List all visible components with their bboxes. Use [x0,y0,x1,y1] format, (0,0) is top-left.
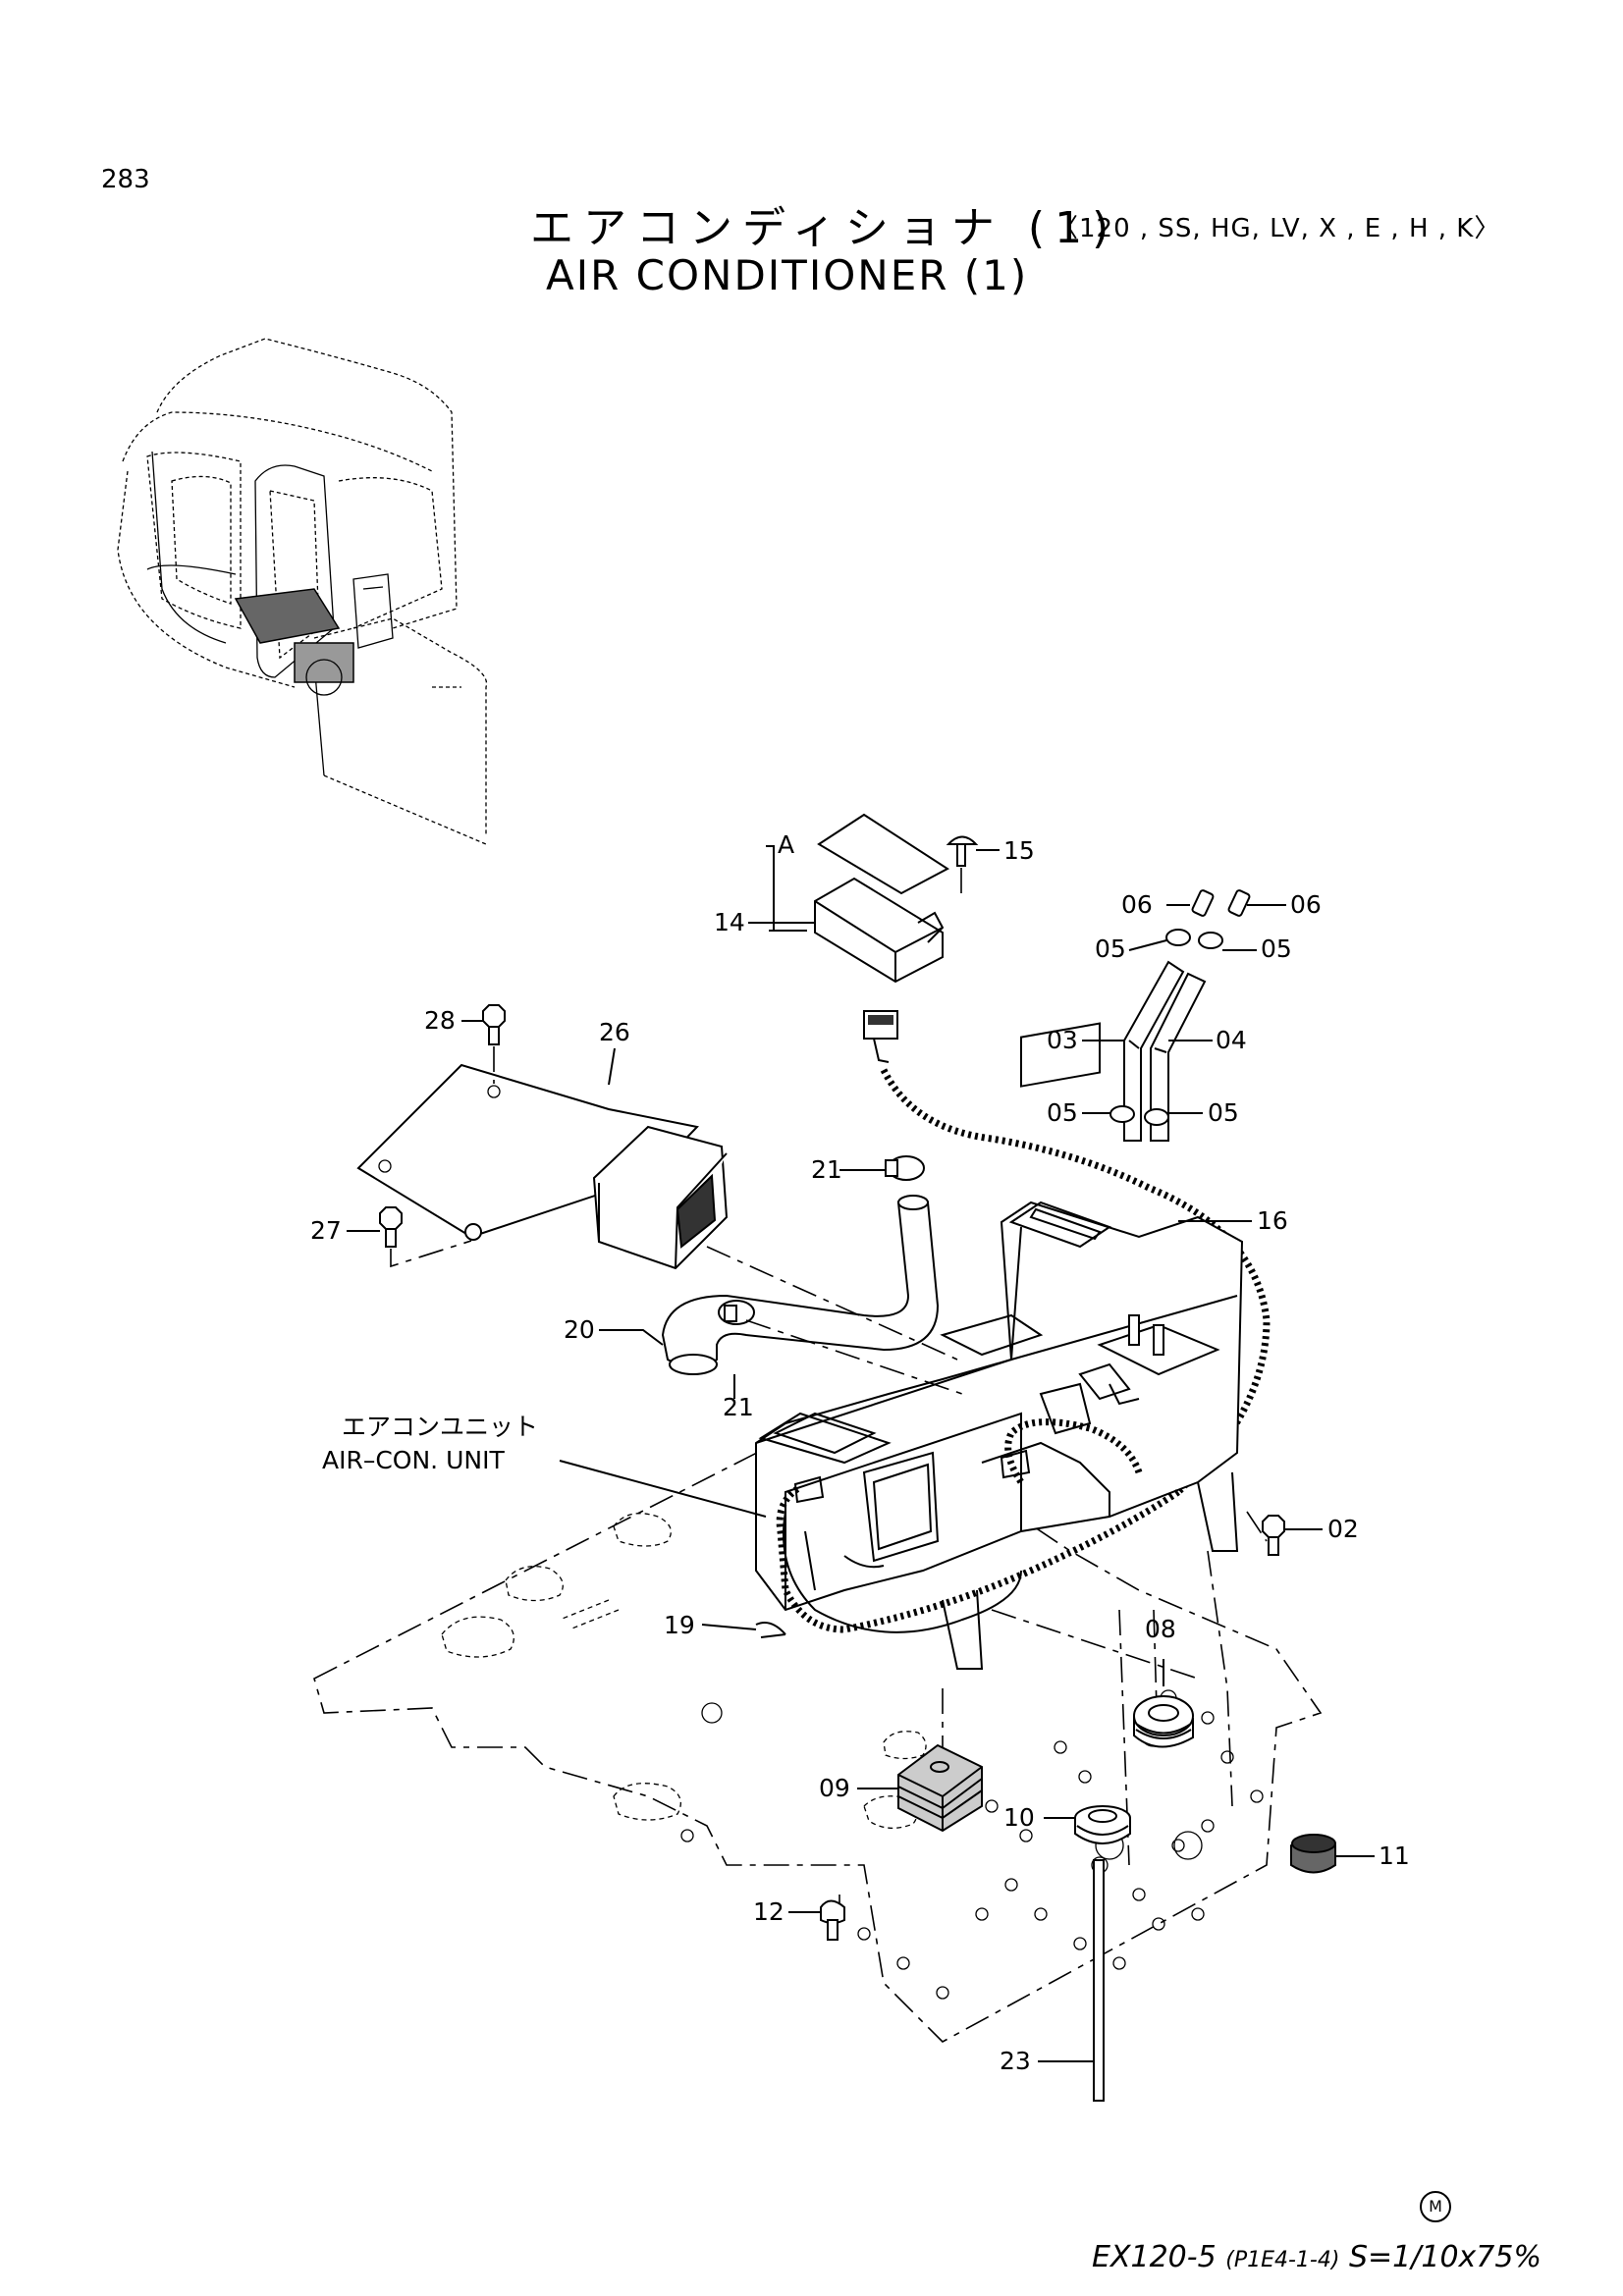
callout-05-lower-left: 05 [1047,1098,1078,1127]
clamp-05-icons [1109,929,1223,1126]
callout-06-left: 06 [1121,890,1153,919]
footer-reference: EX120-5 (P1E4-1-4) S=1/10x75% [1092,2240,1542,2274]
leader-lines [347,845,1375,2062]
clamp-21-icons [718,1155,925,1325]
callout-04: 04 [1216,1026,1247,1054]
footer-mark-icon: M [1420,2191,1451,2222]
unit-label-japanese: エアコンユニット [342,1413,538,1441]
view-label-a: A [778,830,794,859]
callout-20: 20 [564,1315,595,1344]
callout-15: 15 [1003,836,1035,865]
callout-23: 23 [1000,2047,1031,2075]
callout-21-lower: 21 [723,1393,754,1421]
footer-model: EX120-5 [1092,2240,1217,2274]
title-japanese: エアコンディショナ (1) [530,203,1119,253]
callout-12: 12 [753,1897,784,1926]
duct [356,1063,729,1270]
bolt-27-icon [379,1206,472,1268]
footer-scale: S=1/10x75% [1348,2240,1542,2274]
title-model-list: 〈120 , SS, HG, LV, X , E , H , K〉 [1053,214,1501,243]
callout-10: 10 [1003,1803,1035,1832]
callout-14: 14 [714,908,745,936]
page-number: 283 [101,165,150,194]
callout-05-lower-right: 05 [1208,1098,1239,1127]
connector-and-harness [863,1010,1271,1495]
screw-15-icon [946,835,979,893]
title-english: AIR CONDITIONER (1) [546,251,1029,299]
callout-05-upper-right: 05 [1261,934,1292,963]
callout-11: 11 [1379,1842,1410,1870]
grommet-11-icon [1290,1834,1336,1874]
screw-02-icon [1262,1515,1285,1556]
cushion-08-icon [1133,1695,1194,1748]
rod-23-icon [1093,1859,1105,2102]
screw-12-icon [820,1899,845,1941]
callout-19: 19 [664,1611,695,1639]
clip-19-icon [755,1622,786,1638]
grommet-10-icon [1074,1805,1131,1844]
callout-05-upper-left: 05 [1095,934,1126,963]
bolt-28-icon [482,1004,506,1084]
callout-02: 02 [1327,1515,1359,1543]
cab-overview-illustration [117,338,488,845]
air-con-unit [755,1022,1244,1670]
callout-09: 09 [819,1774,850,1802]
cushion-09-icon [897,1743,983,1833]
callout-28: 28 [424,1006,456,1035]
unit-label-english: AIR–CON. UNIT [322,1446,505,1474]
callout-03: 03 [1047,1026,1078,1054]
callout-26: 26 [599,1018,630,1046]
cap-06-icons [1191,889,1251,917]
callout-08: 08 [1145,1615,1176,1643]
footer-code: (P1E4-1-4) [1225,2248,1340,2272]
callout-27: 27 [310,1216,342,1245]
drain-hose [661,1195,940,1375]
callout-21-upper: 21 [811,1155,842,1184]
callout-06-right: 06 [1290,890,1322,919]
callout-16: 16 [1257,1206,1288,1235]
air-filter-box [814,813,949,984]
